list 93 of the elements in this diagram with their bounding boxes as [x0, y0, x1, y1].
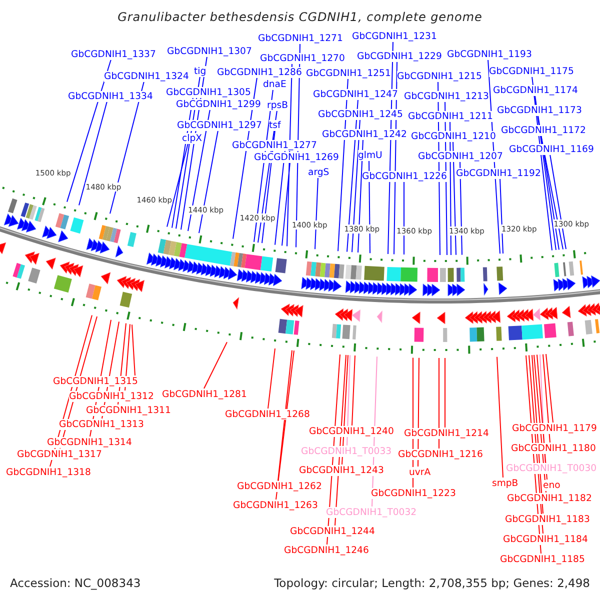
gene-label: GbCGDNIH1_1277 — [232, 140, 317, 150]
gene-label: GbCGDNIH1_1271 — [258, 32, 343, 44]
gene-label: GbCGDNIH1_1270 — [260, 52, 345, 64]
gene-label: tig — [194, 66, 206, 76]
gene-label: GbCGDNIH1_1214 — [404, 428, 489, 438]
leader-line — [132, 324, 136, 376]
gene-label: GbCGDNIH1_1246 — [284, 544, 369, 556]
leader-line — [268, 348, 276, 409]
leader-line — [444, 358, 446, 428]
leader-line — [78, 101, 108, 206]
gene-label: GbCGDNIH1_1172 — [501, 124, 586, 136]
gene-label: GbCGDNIH1_1299 — [176, 98, 261, 110]
gene-label: GbCGDNIH1_1245 — [318, 108, 403, 120]
gene-label: GbCGDNIH1_1297 — [177, 120, 262, 130]
gene-label: GbCGDNIH1_1324 — [104, 70, 189, 82]
gene-label: smpB — [492, 478, 518, 488]
gene-label: GbCGDNIH1_1269 — [254, 152, 339, 162]
gene-label: GbCGDNIH1_1281 — [162, 388, 247, 400]
gene-label: GbCGDNIH1_1213 — [404, 90, 489, 102]
gene-label: GbCGDNIH1_1307 — [167, 46, 252, 56]
leader-line — [352, 354, 356, 426]
leader-line — [438, 358, 440, 449]
map-title: Granulibacter bethesdensis CGDNIH1, complete genome — [118, 10, 482, 25]
leader-line — [278, 350, 292, 481]
leader-line — [346, 354, 350, 446]
gene-label: GbCGDNIH1_1180 — [511, 442, 596, 454]
gene-label: glmU — [358, 150, 382, 160]
gene-label: GbCGDNIH1_1314 — [47, 436, 132, 448]
gene-label: GbCGDNIH1_T0030 — [506, 462, 597, 474]
gene-label: GbCGDNIH1_1210 — [411, 130, 496, 142]
gene-label: GbCGDNIH1_1247 — [313, 88, 398, 100]
leader-line — [274, 150, 286, 246]
gene-label: GbCGDNIH1_1317 — [17, 448, 102, 460]
gene-label: GbCGDNIH1_1174 — [493, 84, 578, 96]
leader-line — [500, 178, 504, 254]
gene-label: GbCGDNIH1_1305 — [166, 86, 251, 98]
gene-label: GbCGDNIH1_1313 — [59, 418, 144, 430]
gene-label: GbCGDNIH1_1211 — [408, 110, 493, 122]
gene-label: GbCGDNIH1_1226 — [362, 170, 447, 182]
gene-label: GbCGDNIH1_1183 — [505, 514, 590, 524]
gene-label: GbCGDNIH1_1315 — [53, 376, 138, 386]
leader-line — [282, 162, 290, 246]
gene-label: GbCGDNIH1_1244 — [290, 526, 375, 536]
leader-line — [496, 356, 504, 478]
gene-label: GbCGDNIH1_1229 — [357, 50, 442, 62]
gene-label: eno — [543, 480, 560, 490]
gene-label: GbCGDNIH1_1286 — [217, 66, 302, 78]
leader-line — [542, 354, 550, 443]
gene-label: GbCGDNIH1_1240 — [309, 426, 394, 436]
gene-label: GbCGDNIH1_1262 — [237, 480, 322, 492]
gene-label: GbCGDNIH1_1182 — [507, 492, 592, 504]
leader-line — [66, 59, 112, 202]
leader-line — [550, 154, 566, 250]
gene-label: GbCGDNIH1_1251 — [306, 68, 391, 78]
gene-label: GbCGDNIH1_1185 — [500, 554, 585, 564]
gene-label: GbCGDNIH1_T0033 — [301, 446, 392, 456]
gene-label: GbCGDNIH1_1311 — [86, 404, 171, 416]
gene-label: GbCGDNIH1_1193 — [447, 48, 532, 60]
leader-line — [166, 143, 188, 228]
gene-label: GbCGDNIH1_1184 — [503, 534, 588, 544]
leader-line — [198, 130, 218, 234]
gene-label: GbCGDNIH1_1231 — [352, 30, 437, 42]
gene-label: GbCGDNIH1_1173 — [497, 104, 582, 116]
gene-label: dnaE — [263, 78, 286, 90]
leader-line — [276, 350, 294, 500]
gene-label: uvrA — [409, 466, 431, 478]
genome-stats-text: Topology: circular; Length: 2,708,355 bp; Genes: 2,498 — [274, 576, 590, 590]
gene-label: clpX — [182, 132, 202, 144]
gene-label: argS — [308, 166, 330, 178]
leader-line — [352, 119, 360, 253]
gene-label: GbCGDNIH1_1215 — [397, 70, 482, 82]
leader-line — [204, 342, 228, 389]
gene-label: GbCGDNIH1_1179 — [512, 422, 597, 434]
gene-label: GbCGDNIH1_1318 — [6, 466, 91, 478]
gene-label: GbCGDNIH1_1268 — [225, 408, 310, 420]
leader-line — [546, 354, 554, 423]
gene-label: GbCGDNIH1_1192 — [456, 168, 541, 178]
accession-text: Accession: NC_008343 — [10, 576, 141, 590]
gene-label: GbCGDNIH1_1312 — [69, 390, 154, 402]
gene-label: GbCGDNIH1_1334 — [68, 90, 153, 102]
gene-label: rpsB — [267, 100, 288, 110]
gene-label: GbCGDNIH1_1337 — [71, 48, 156, 60]
gene-label: GbCGDNIH1_1207 — [418, 150, 503, 162]
gene-label: GbCGDNIH1_1216 — [398, 448, 483, 460]
gene-label: GbCGDNIH1_1175 — [489, 66, 574, 76]
leader-line — [314, 177, 318, 250]
gene-label: GbCGDNIH1_T0032 — [326, 506, 417, 518]
gene-label: GbCGDNIH1_1242 — [322, 128, 407, 140]
gene-label: GbCGDNIH1_1169 — [509, 144, 594, 154]
gene-label: GbCGDNIH1_1223 — [371, 488, 456, 498]
gene-label: tsf — [269, 120, 281, 130]
gene-label: GbCGDNIH1_1263 — [233, 500, 318, 510]
gene-label: GbCGDNIH1_1243 — [299, 464, 384, 476]
